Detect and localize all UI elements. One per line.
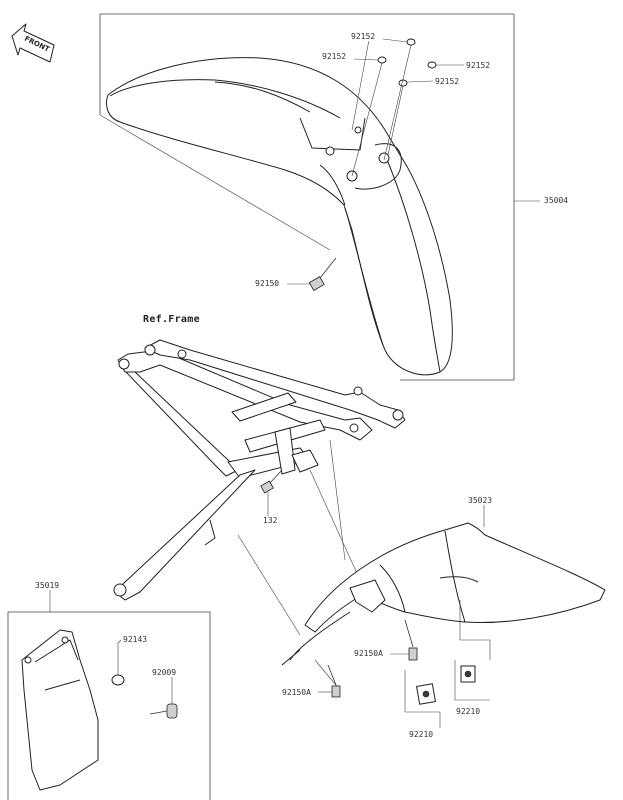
svg-text:92152: 92152 bbox=[322, 52, 346, 61]
leader-line bbox=[353, 58, 379, 61]
leader-line bbox=[309, 469, 361, 581]
svg-text:92009: 92009 bbox=[152, 668, 176, 677]
part-label-92210-a: 92210 bbox=[454, 707, 488, 716]
part-label-35004: 35004 bbox=[542, 196, 576, 205]
part-label-92210-b: 92210 bbox=[407, 730, 441, 739]
svg-text:92150A: 92150A bbox=[282, 688, 311, 697]
leader-line bbox=[406, 80, 434, 83]
ref-frame-label: Ref.Frame bbox=[143, 314, 200, 325]
svg-text:92210: 92210 bbox=[409, 730, 433, 739]
part-label-92152-b: 92152 bbox=[320, 52, 354, 61]
front-arrow-icon: FRONT bbox=[11, 23, 55, 63]
svg-text:92152: 92152 bbox=[435, 77, 459, 86]
leader-line bbox=[329, 439, 346, 561]
part-label-92150A-a: 92150A bbox=[352, 649, 390, 658]
leader-line bbox=[382, 38, 408, 43]
part-label-92152-d: 92152 bbox=[433, 77, 467, 86]
part-label-92009: 92009 bbox=[150, 668, 184, 677]
svg-text:92210: 92210 bbox=[456, 707, 480, 716]
svg-text:35019: 35019 bbox=[35, 581, 59, 590]
part-label-35023: 35023 bbox=[466, 496, 500, 505]
svg-text:92152: 92152 bbox=[466, 61, 490, 70]
leader-line bbox=[99, 114, 331, 251]
svg-text:35004: 35004 bbox=[544, 196, 568, 205]
front-fender-drawing bbox=[106, 57, 453, 376]
rear-fender-drawing bbox=[281, 505, 606, 691]
bolt-132-part bbox=[260, 469, 283, 516]
svg-text:92152: 92152 bbox=[351, 32, 375, 41]
mudflap-drawing bbox=[21, 629, 178, 791]
svg-text:132: 132 bbox=[263, 516, 278, 525]
part-label-92150A-b: 92150A bbox=[280, 688, 318, 697]
leader-line bbox=[117, 639, 122, 644]
part-label-92150: 92150 bbox=[253, 279, 287, 288]
part-label-92152-a: 92152 bbox=[349, 32, 383, 41]
svg-text:92150A: 92150A bbox=[354, 649, 383, 658]
front-fender-group-box bbox=[99, 13, 540, 381]
leader-line bbox=[237, 534, 301, 636]
part-label-35019: 35019 bbox=[33, 581, 67, 590]
mudflap-group-box bbox=[7, 590, 211, 800]
clip-92210-parts bbox=[404, 660, 490, 728]
bolt-92150-part bbox=[287, 257, 337, 292]
part-label-92143: 92143 bbox=[121, 635, 155, 644]
svg-text:35023: 35023 bbox=[468, 496, 492, 505]
bolt-92150A-parts bbox=[316, 619, 418, 698]
part-label-92152-c: 92152 bbox=[464, 61, 498, 70]
part-label-132: 132 bbox=[260, 516, 282, 525]
sub-frame-drawing bbox=[113, 339, 406, 601]
svg-text:92150: 92150 bbox=[255, 279, 279, 288]
svg-text:92143: 92143 bbox=[123, 635, 147, 644]
